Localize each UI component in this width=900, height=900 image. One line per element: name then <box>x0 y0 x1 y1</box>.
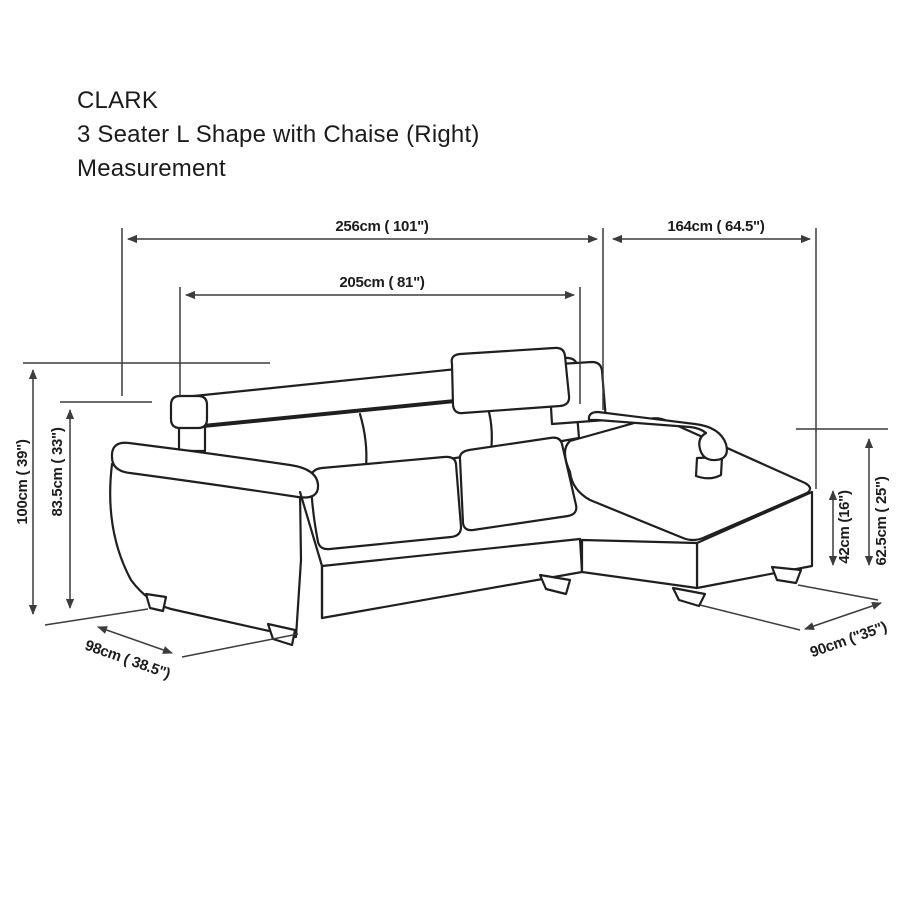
label-width-seat: 205cm ( 81") <box>339 274 425 291</box>
ext-line-chaise-width-left <box>699 604 801 631</box>
ext-line-depth-left <box>44 608 149 626</box>
label-height-arm: 83.5cm ( 33") <box>49 427 66 516</box>
dim-arrow-98 <box>97 626 173 654</box>
label-chaise-length: 164cm ( 64.5") <box>667 218 764 235</box>
product-name: CLARK <box>77 87 159 114</box>
chaise-front-face <box>580 538 699 590</box>
product-description: 3 Seater L Shape with Chaise (Right) <box>77 121 480 148</box>
sofa-headrest-small <box>169 394 209 430</box>
ext-line-depth-right <box>181 633 299 658</box>
label-height-seat: 42cm (16") <box>836 490 853 564</box>
label-height-total: 100cm ( 39") <box>14 439 31 525</box>
label-width-chaise: 90cm ("35") <box>808 618 889 661</box>
label-width-total: 256cm ( 101") <box>335 218 429 235</box>
dimension-lines <box>23 228 888 658</box>
sofa-seat-cushion-left <box>309 455 463 551</box>
diagram-type-label: Measurement <box>77 155 226 182</box>
sofa-illustration <box>109 346 814 647</box>
dim-arrow-90 <box>804 602 882 630</box>
label-height-chaise-side: 62.5cm ( 25") <box>873 476 890 565</box>
sofa-legs <box>144 565 803 647</box>
title-block: CLARK 3 Seater L Shape with Chaise (Righ… <box>77 84 480 186</box>
sofa-right-arm-support <box>694 455 724 480</box>
sofa-headrest-stem <box>177 425 207 453</box>
sofa-headrest-large <box>450 346 571 415</box>
label-depth-body: 98cm ( 38.5") <box>83 637 173 683</box>
sofa-seat-cushion-middle <box>458 436 578 532</box>
sofa-left-arm-roll <box>110 441 320 499</box>
ext-line-chaise-width-right <box>797 584 879 601</box>
chaise-seat-cushion <box>563 417 812 542</box>
sofa-right-arm <box>587 410 728 462</box>
